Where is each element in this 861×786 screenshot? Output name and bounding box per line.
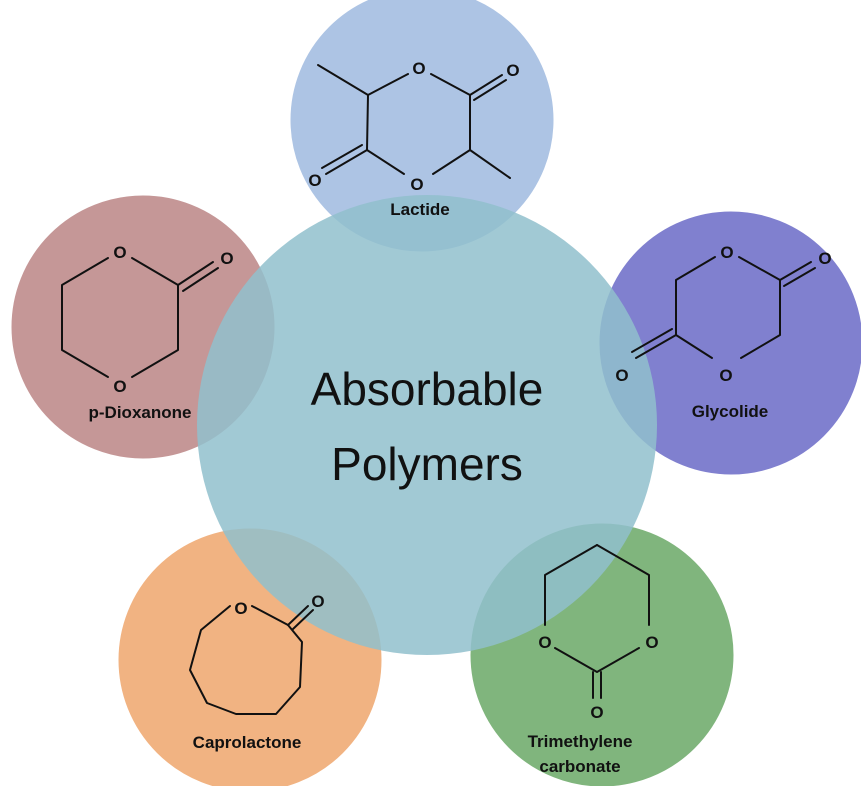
oxygen-atom: O <box>719 366 732 385</box>
p-dioxanone-structure: O O O <box>61 243 234 396</box>
oxygen-atom: O <box>720 243 733 262</box>
oxygen-atom: O <box>645 633 658 652</box>
label-p-dioxanone: p-Dioxanone <box>89 403 192 422</box>
oxygen-atom: O <box>311 592 324 611</box>
label-trimethylene-line1: Trimethylene <box>528 732 633 751</box>
oxygen-atom: O <box>506 61 519 80</box>
oxygen-atom: O <box>412 59 425 78</box>
oxygen-atom: O <box>113 377 126 396</box>
oxygen-atom: O <box>113 243 126 262</box>
oxygen-atom: O <box>308 171 321 190</box>
caprolactone-structure: O O <box>189 592 325 715</box>
oxygen-atom: O <box>538 633 551 652</box>
label-glycolide: Glycolide <box>692 402 769 421</box>
oxygen-atom: O <box>590 703 603 722</box>
label-lactide: Lactide <box>390 200 450 219</box>
center-circle <box>197 195 657 655</box>
oxygen-atom: O <box>410 175 423 194</box>
lactide-structure: O O O O <box>308 59 519 194</box>
oxygen-atom: O <box>818 249 831 268</box>
trimethylene-carbonate-structure: O O O <box>538 544 659 722</box>
glycolide-structure: O O O O <box>615 243 831 385</box>
oxygen-atom: O <box>615 366 628 385</box>
label-trimethylene-line2: carbonate <box>539 757 620 776</box>
center-title-line1: Absorbable <box>311 363 544 415</box>
label-caprolactone: Caprolactone <box>193 733 302 752</box>
center-title-line2: Polymers <box>331 438 523 490</box>
oxygen-atom: O <box>220 249 233 268</box>
oxygen-atom: O <box>234 599 247 618</box>
